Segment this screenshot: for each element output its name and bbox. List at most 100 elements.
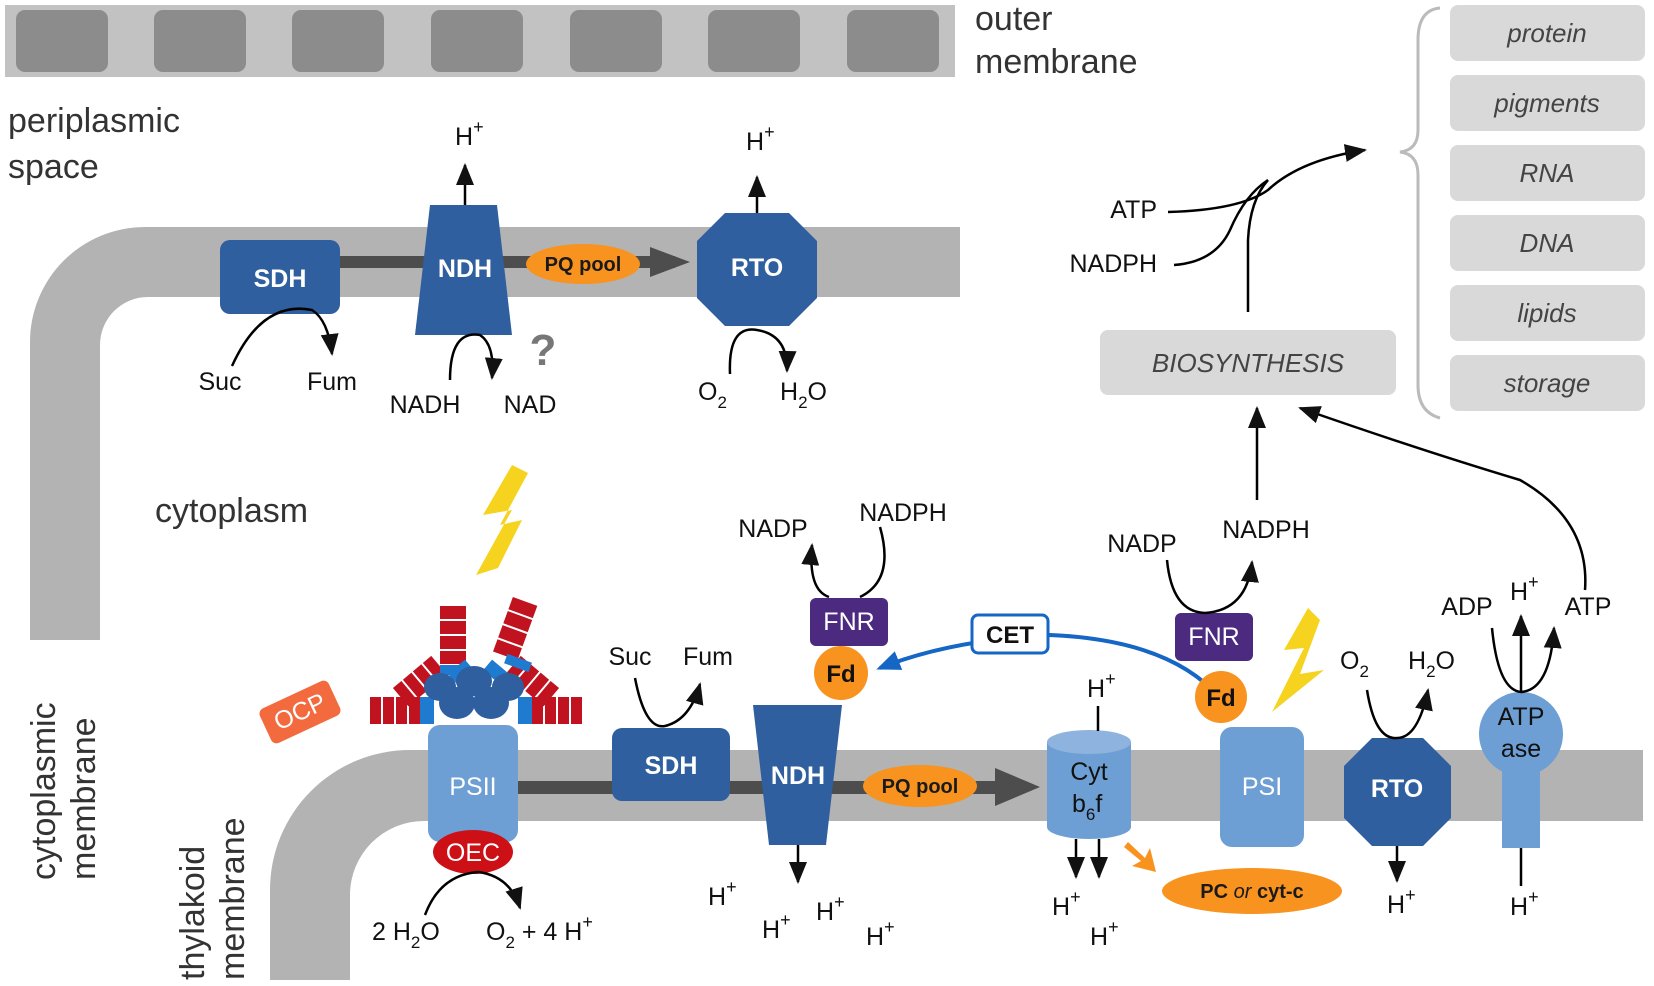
psii-label: PSII xyxy=(449,773,496,801)
oec xyxy=(433,830,513,874)
nad-top: NAD xyxy=(504,391,557,419)
biosynthesis-box xyxy=(1100,330,1396,395)
fum-top: Fum xyxy=(307,368,357,396)
fd-right xyxy=(1195,671,1247,723)
outer-membrane-label: outer membrane xyxy=(975,0,1138,81)
cytoplasmic-membrane xyxy=(30,227,960,640)
cyt-label-bottom: b6f xyxy=(1072,790,1102,824)
fd-right-label: Fd xyxy=(1206,685,1235,712)
atp-label: ATP xyxy=(1565,593,1612,621)
sdh-top-label: SDH xyxy=(254,265,307,293)
cet-box xyxy=(970,613,1050,655)
rto-thylakoid-label: RTO xyxy=(1371,775,1423,803)
suc-top: Suc xyxy=(198,368,241,396)
sdh-thylakoid-label: SDH xyxy=(645,752,698,780)
adp-atp-arrow xyxy=(1490,626,1562,694)
electron-flow-arrowhead-top xyxy=(650,247,690,277)
nadp-arrow-left-in xyxy=(859,526,886,599)
cytoplasmic-membrane-label: cytoplasmic membrane xyxy=(25,693,103,880)
sdh-top xyxy=(220,240,340,314)
outer-membrane xyxy=(5,5,955,77)
cet-label: CET xyxy=(986,622,1034,649)
product-label-protein: protein xyxy=(1506,18,1587,48)
ocp: OCP xyxy=(259,680,341,744)
lightning-icon xyxy=(476,465,528,575)
rto-thylakoid xyxy=(1344,738,1451,846)
rto-top-label: RTO xyxy=(731,254,783,282)
fd-left-label: Fd xyxy=(826,661,855,688)
fd-left xyxy=(814,646,868,700)
ndh-hplus-2: H+ xyxy=(762,910,791,944)
electron-flow-arrowhead-thylakoid xyxy=(995,768,1040,806)
nadp-right: NADP xyxy=(1107,530,1176,558)
atp-synthase-label-bottom: ase xyxy=(1501,735,1541,763)
nadp-left: NADP xyxy=(738,515,807,543)
psi xyxy=(1220,727,1304,847)
ndh-top-label: NDH xyxy=(438,255,492,283)
fum-thylakoid: Fum xyxy=(683,643,733,671)
psii xyxy=(428,725,518,842)
oec-label: OEC xyxy=(446,839,500,867)
cyt-hplus-top: H+ xyxy=(1087,669,1116,703)
nadp-arrow-right xyxy=(1165,559,1259,615)
antenna-icon xyxy=(370,596,582,724)
product-box-DNA xyxy=(1450,215,1645,271)
ndh-thylakoid-label: NDH xyxy=(771,762,825,790)
thylakoid-membrane-label: thylakoid membrane xyxy=(174,817,252,980)
nadp-arrow-left-out xyxy=(801,543,830,599)
pq-pool-top-label: PQ pool xyxy=(545,254,622,276)
product-label-pigments: pigments xyxy=(1493,88,1600,118)
fnr-right xyxy=(1175,613,1253,661)
question-mark: ? xyxy=(530,326,557,375)
ndh-top-hplus: H+ xyxy=(455,117,484,151)
sdh-thylakoid xyxy=(612,728,730,801)
product-label-storage: storage xyxy=(1504,368,1591,398)
biosynthesis-nadph: NADPH xyxy=(1069,250,1157,278)
pc-arrow xyxy=(1124,842,1156,872)
water-splitting-arrow xyxy=(423,870,523,916)
cet-arrow xyxy=(876,632,1222,700)
periplasmic-space-label: periplasmic space xyxy=(8,102,189,186)
pq-pool-thylakoid-label: PQ pool xyxy=(882,776,959,798)
product-label-RNA: RNA xyxy=(1520,158,1575,188)
pc-cytc xyxy=(1162,868,1342,914)
ndh-hplus-4: H+ xyxy=(866,917,895,951)
atp-biosynthesis-arrow xyxy=(1167,144,1367,214)
fnr-left xyxy=(810,598,888,646)
atp-synthase xyxy=(1479,692,1563,776)
pq-pool-top xyxy=(526,244,640,284)
cyt-b6f xyxy=(1047,730,1131,839)
ndh-hplus-1: H+ xyxy=(708,877,737,911)
suc-thylakoid: Suc xyxy=(608,643,651,671)
product-box-protein xyxy=(1450,5,1645,61)
water-label: 2 H2O xyxy=(372,918,440,952)
lightning-icon xyxy=(1272,608,1324,712)
nadph-left: NADPH xyxy=(859,499,947,527)
nadph-biosynthesis-arrow xyxy=(1173,178,1269,267)
rto-top xyxy=(697,213,817,326)
o2-h2o-arrow-top xyxy=(728,328,797,375)
biosynthesis-label: BIOSYNTHESIS xyxy=(1152,348,1345,378)
atp-synthase-label-top: ATP xyxy=(1498,703,1545,731)
o2-thylakoid: O2 xyxy=(1340,647,1369,681)
rto-top-hplus: H+ xyxy=(746,122,775,156)
biosynthesis-atp: ATP xyxy=(1110,196,1157,224)
oxygen-protons-label: O2 + 4 H+ xyxy=(486,912,593,952)
h2o-top: H2O xyxy=(780,378,827,412)
product-label-DNA: DNA xyxy=(1520,228,1575,258)
product-box-storage xyxy=(1450,355,1645,411)
psi-label: PSI xyxy=(1242,773,1282,801)
ndh-hplus-3: H+ xyxy=(816,892,845,926)
ndh-thylakoid xyxy=(753,705,842,845)
product-label-lipids: lipids xyxy=(1517,298,1576,328)
cyt-hplus-2: H+ xyxy=(1090,917,1119,951)
products-brace xyxy=(1399,6,1441,420)
nadph-right: NADPH xyxy=(1222,516,1310,544)
suc-fum-arrow-top xyxy=(230,307,339,367)
pc-cytc-label: PC or cyt-c xyxy=(1200,881,1303,903)
h2o-thylakoid: H2O xyxy=(1408,647,1455,681)
atp-synthase-hplus-top: H+ xyxy=(1510,572,1539,606)
suc-fum-arrow-thylakoid xyxy=(633,677,704,728)
fnr-left-label: FNR xyxy=(823,608,874,636)
